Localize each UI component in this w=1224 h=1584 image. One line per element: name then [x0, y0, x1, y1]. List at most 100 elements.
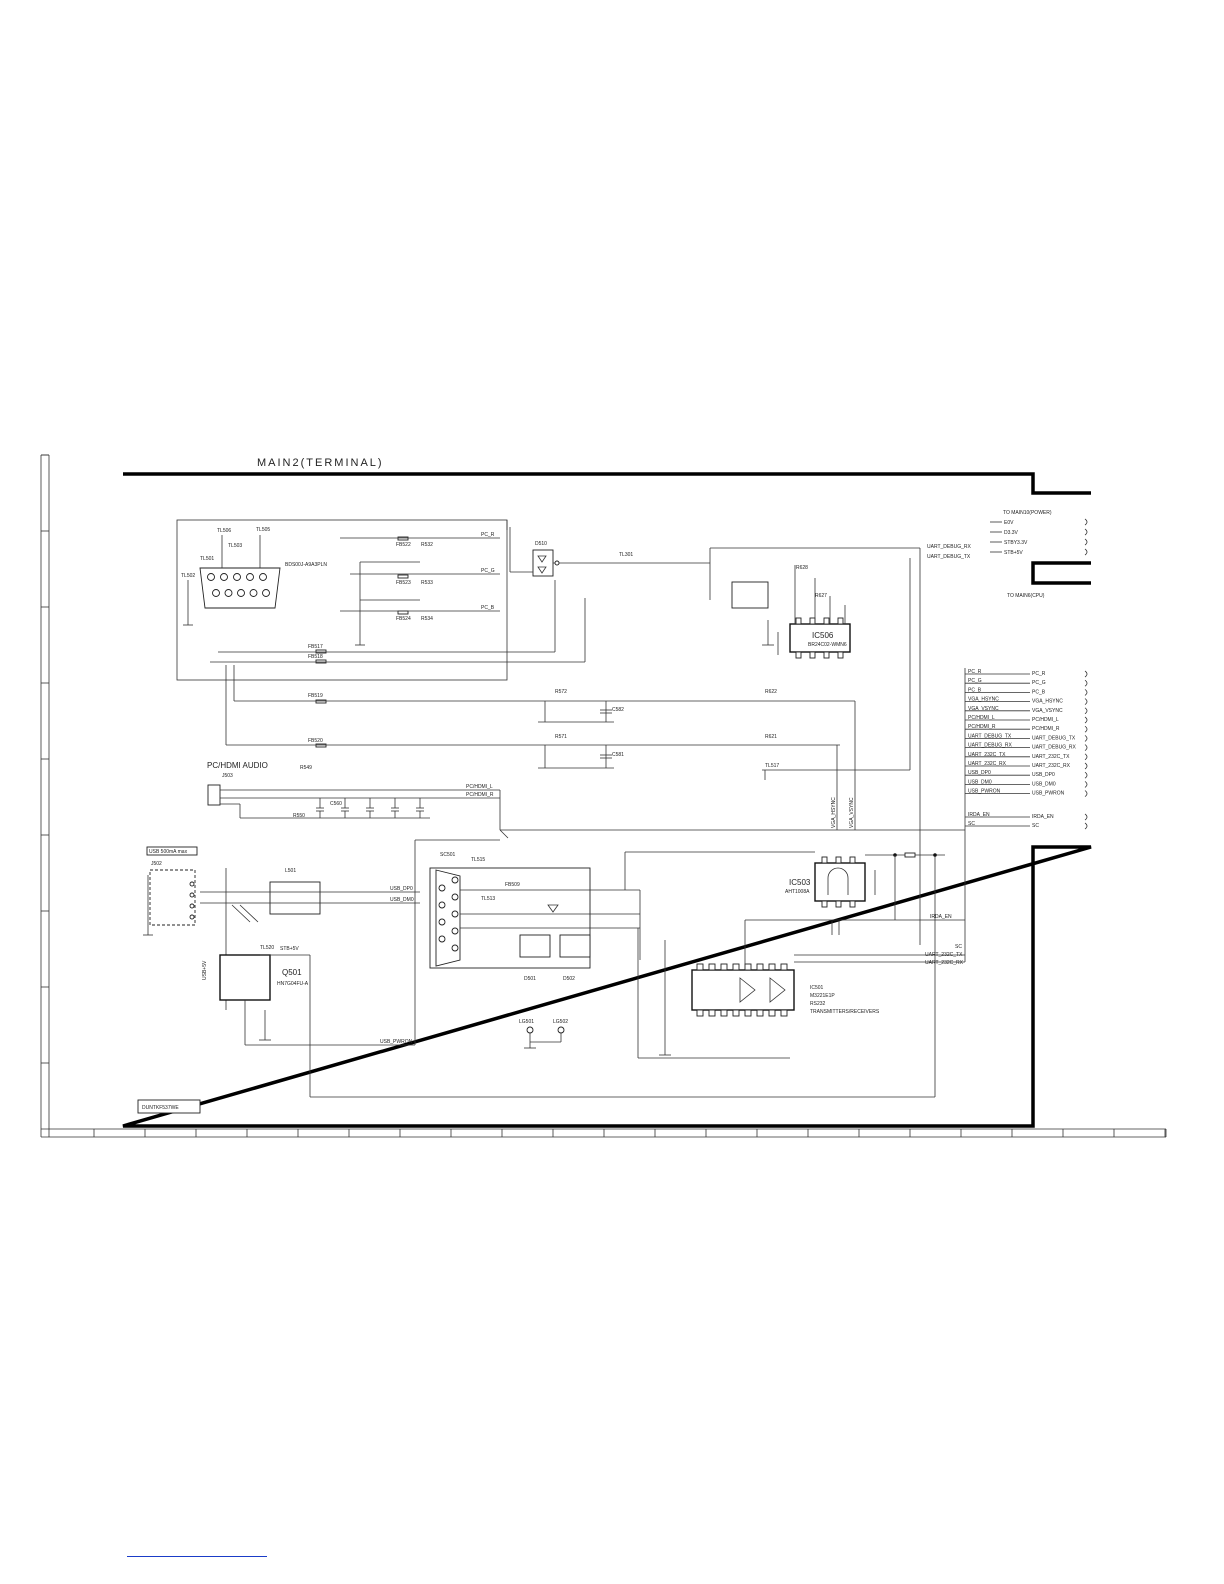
ic501-pin [780, 1009, 788, 1017]
lg502-label: LG502 [553, 1019, 568, 1025]
sc-label: SC [955, 944, 962, 950]
power-pin-arrow [1084, 538, 1088, 546]
dsub9-pin [438, 901, 446, 909]
cpu-end-label: PC/HDMI_R [1032, 726, 1060, 732]
usb-pin [189, 892, 195, 898]
cpu-end-label: PC_B [1032, 689, 1046, 695]
lg501-label: LG501 [519, 1019, 534, 1025]
ic501-ref: IC501 [810, 985, 824, 991]
dsub9-pin [451, 927, 459, 935]
cpu-end-label: UART_232C_RX [1032, 763, 1071, 769]
ic501-desc1: RS232 [810, 1001, 826, 1007]
dsub-pin [207, 573, 215, 581]
board-border [122, 472, 1092, 1128]
power-pin-label: E0V [1004, 520, 1014, 526]
q501-ref: Q501 [282, 968, 302, 977]
ic501-pin [756, 1009, 764, 1017]
cpu-arrow [1084, 822, 1088, 830]
vga-hsync-vert: VGA_HSYNC [831, 797, 837, 828]
dsub-pin [220, 573, 228, 581]
tl502-label: TL502 [181, 573, 195, 579]
sheet-title: MAIN2(TERMINAL) [257, 457, 384, 469]
cpu-arrow [1084, 679, 1088, 687]
d501-label: D501 [524, 976, 536, 982]
cpu-arrow [1084, 698, 1088, 705]
cpu-arrow [1084, 725, 1088, 733]
ic503-pin [849, 856, 856, 864]
ic501-pin [720, 963, 728, 971]
bottom-link-underline [127, 1556, 267, 1557]
uart-debug-tx-top: UART_DEBUG_TX [927, 554, 971, 560]
tl515-label: TL515 [471, 857, 485, 863]
cpu-wire-label: VGA_HSYNC [968, 697, 999, 703]
dsub9-pin [451, 876, 459, 884]
ic501-block: IC501 M3221E1P RS232 TRANSMITTERS/RECEIV… [637, 830, 966, 1059]
to-main-cpu: TO MAIN6(CPU) [1007, 593, 1045, 599]
cpu-arrow [1084, 707, 1088, 715]
dsub-pin [249, 589, 258, 597]
r627-label: R627 [815, 593, 827, 599]
usb-dm0-label: USB_DM0 [390, 897, 414, 903]
usb-pin [189, 914, 195, 920]
dsub9-pin [438, 918, 446, 926]
cpu-end-label: UART_DEBUG_TX [1032, 735, 1076, 741]
cpu-end-label: VGA_VSYNC [1032, 708, 1063, 714]
fb519-label: FB519 [308, 693, 323, 699]
q501-chip [219, 954, 271, 1001]
ic501-chip [691, 969, 795, 1011]
cpu-arrow [1084, 753, 1088, 761]
cpu-wire-label: SC [968, 821, 975, 827]
dsub9-pin [438, 884, 446, 892]
ic501-pin [720, 1009, 728, 1017]
ic501-pin [708, 1009, 716, 1017]
tl513-label: TL513 [481, 896, 495, 902]
fb524-label: FB524 [396, 616, 411, 622]
cpu-arrow [1084, 716, 1088, 724]
d502-label: D502 [563, 976, 575, 982]
ic503-pin [821, 900, 828, 908]
ic506-pin [837, 651, 844, 659]
ic503-part: AHT1008A [785, 889, 810, 895]
dsub-pin [259, 573, 267, 581]
ic501-pin [768, 963, 776, 971]
uart-232c-rx-label: UART_232C_RX [925, 960, 964, 966]
usb-note-box [146, 846, 198, 856]
q501-part: HN7G04FU-A [277, 981, 309, 987]
cpu-end-label: IRDA_EN [1032, 814, 1054, 820]
cpu-wire-label: UART_232C_TX [968, 752, 1006, 758]
pc-hdmi-r-label: PC/HDMI_R [466, 792, 494, 798]
eeprom-block: D510 TL301 IC506 BR24C02-WMN6 R628 R627 [509, 527, 920, 659]
power-pin-label: D3.3V [1004, 530, 1019, 536]
fb523-label: FB523 [396, 580, 411, 586]
cpu-end-label: USB_DM0 [1032, 781, 1056, 787]
fb518-label: FB518 [308, 654, 323, 660]
ic501-pin [744, 963, 752, 971]
pc-r-label: PC_R [481, 532, 495, 538]
footer-ref: DUNTKF537WE [142, 1105, 179, 1111]
ic503-pin [821, 856, 828, 864]
l501-label: L501 [285, 868, 296, 874]
tl506-label: TL506 [217, 528, 231, 534]
cpu-wire-label: USB_PWRON [968, 789, 1001, 795]
cpu-end-label: PC_R [1032, 671, 1046, 677]
ic501-pin [696, 963, 704, 971]
cpu-arrow [1084, 762, 1088, 770]
usb-pin [189, 881, 195, 887]
uart-debug-rx-top: UART_DEBUG_RX [927, 544, 971, 550]
cpu-end-label: SC [1032, 823, 1039, 829]
sc502-label: BDS00J-A9A3PLN [285, 562, 327, 568]
cpu-wire-label: USB_DP0 [968, 770, 991, 776]
dsub-pin [212, 589, 220, 597]
pc-g-label: PC_G [481, 568, 495, 574]
ic503-ref: IC503 [789, 878, 811, 887]
cpu-arrow [1084, 771, 1088, 779]
r550-label: R550 [293, 813, 305, 819]
r532-label: R532 [421, 542, 433, 548]
tl501-label: TL501 [200, 556, 214, 562]
ic506-part: BR24C02-WMN6 [808, 642, 847, 648]
cpu-arrow [1084, 781, 1088, 788]
usb-block: USB 500mA max J502 L501 USB_DP0 USB_DM0 … [143, 829, 965, 1098]
ic501-pin [780, 963, 788, 971]
vga-vsync-vert: VGA_VSYNC [849, 797, 855, 828]
